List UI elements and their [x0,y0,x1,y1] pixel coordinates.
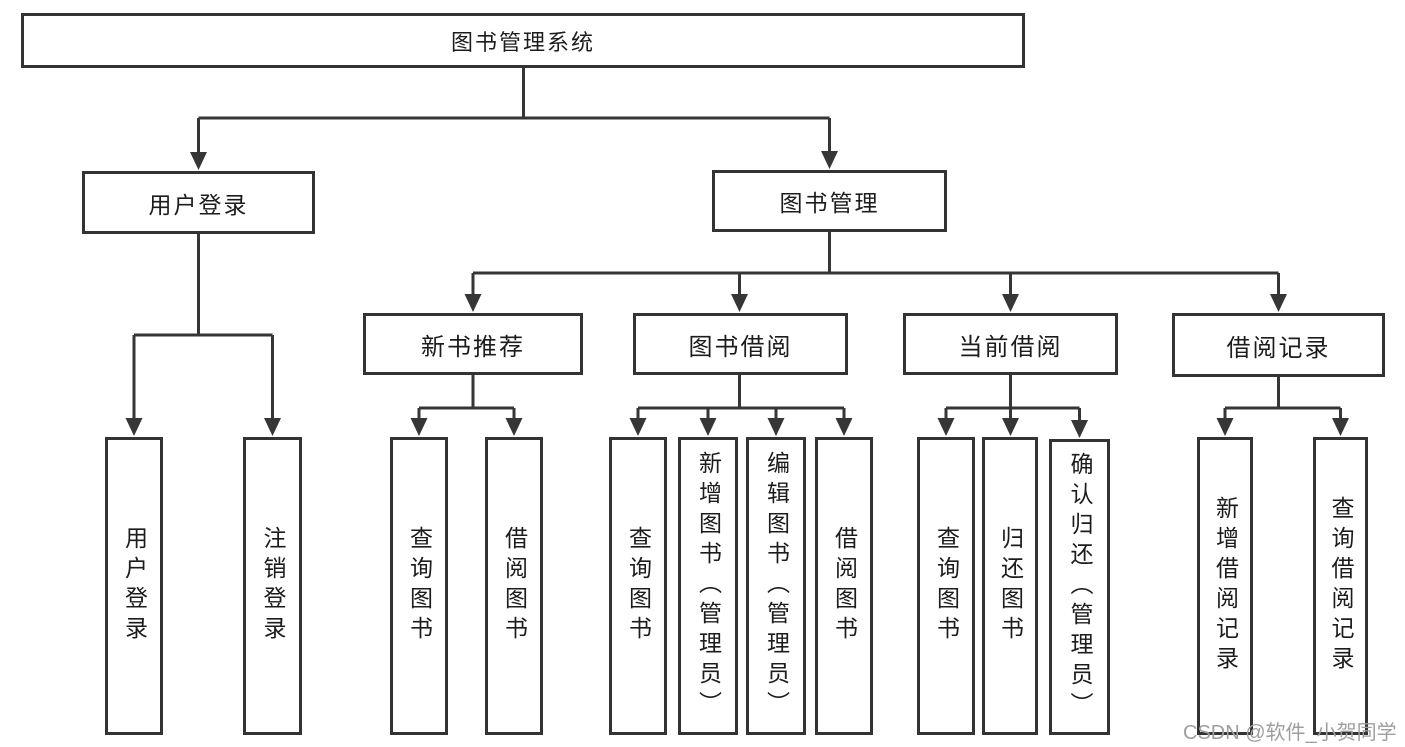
node-current-borrow: 当前借阅 [903,313,1118,375]
leaf-query-books-current: 查询图书 [917,437,975,735]
leaf-query-borrow-record: 查询借阅记录 [1313,437,1368,735]
connector-new-book-rec-to-leaves [410,375,523,436]
leaf-add-book-admin: 新增图书（管理员） [678,437,738,735]
node-borrow-records: 借阅记录 [1172,313,1385,377]
node-new-book-rec: 新书推荐 [363,313,583,375]
connector-user-login-to-leaves [125,234,281,436]
leaf-borrow-books-newrec: 借阅图书 [485,437,543,735]
node-book-borrow: 图书借阅 [633,313,848,375]
node-root: 图书管理系统 [21,13,1025,68]
leaf-edit-book-admin: 编辑图书（管理员） [746,437,806,735]
watermark: CSDN @软件_小贺同学 [1183,722,1397,744]
connector-book-mgmt-to-level3 [464,232,1287,312]
connector-current-borrow-to-leaves [937,375,1088,438]
leaf-confirm-return-admin: 确认归还（管理员） [1049,439,1110,735]
leaf-logout: 注销登录 [243,437,302,735]
leaf-query-books-borrow: 查询图书 [609,437,667,735]
connector-borrow-records-to-leaves [1216,377,1349,436]
connector-root-to-level2 [190,68,838,170]
leaf-borrow-books-borrow: 借阅图书 [815,437,873,735]
leaf-user-login: 用户登录 [105,437,163,735]
leaf-return-book: 归还图书 [982,437,1038,735]
node-user-login: 用户登录 [82,171,315,234]
leaf-query-books-newrec: 查询图书 [390,437,448,735]
leaf-add-borrow-record: 新增借阅记录 [1197,437,1253,735]
connector-book-borrow-to-leaves [629,375,853,436]
node-book-mgmt: 图书管理 [712,170,947,232]
